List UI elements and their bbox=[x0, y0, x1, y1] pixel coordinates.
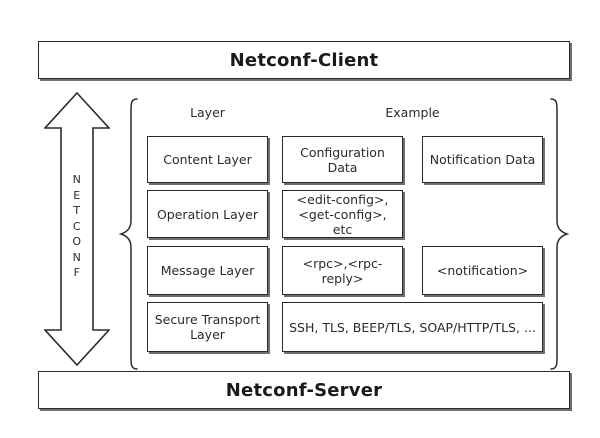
netconf-letter-6: F bbox=[73, 266, 81, 279]
example-box-notification-data: Notification Data bbox=[422, 136, 543, 183]
example-box-configuration-data: Configuration Data bbox=[282, 136, 403, 183]
netconf-client-box: Netconf-Client bbox=[38, 41, 570, 79]
netconf-vertical-label: N E T C O N F bbox=[44, 172, 110, 281]
column-header-layer: Layer bbox=[190, 105, 225, 120]
right-brace-icon bbox=[548, 98, 570, 370]
netconf-letter-4: O bbox=[72, 235, 82, 248]
netconf-server-label: Netconf-Server bbox=[225, 379, 383, 401]
netconf-letter-5: N bbox=[72, 250, 82, 264]
column-header-example: Example bbox=[385, 105, 440, 120]
netconf-server-box: Netconf-Server bbox=[38, 371, 570, 409]
example-box-rpc: <rpc>,<rpc- reply> bbox=[282, 246, 403, 295]
layer-box-content: Content Layer bbox=[147, 136, 268, 183]
layer-box-operation: Operation Layer bbox=[147, 190, 268, 238]
layer-box-secure-transport: Secure Transport Layer bbox=[147, 302, 268, 352]
netconf-client-label: Netconf-Client bbox=[229, 49, 379, 71]
left-brace-icon bbox=[118, 98, 140, 370]
netconf-letter-1: E bbox=[73, 188, 81, 202]
example-box-transport-protocols: SSH, TLS, BEEP/TLS, SOAP/HTTP/TLS, ... bbox=[282, 302, 543, 352]
netconf-double-arrow-icon bbox=[44, 92, 110, 366]
example-box-notification: <notification> bbox=[422, 246, 543, 295]
netconf-letter-2: T bbox=[73, 204, 81, 217]
netconf-letter-0: N bbox=[72, 173, 82, 186]
layer-box-message: Message Layer bbox=[147, 246, 268, 295]
example-box-operations: <edit-config>, <get-config>, etc bbox=[282, 190, 403, 238]
netconf-letter-3: C bbox=[72, 219, 82, 233]
